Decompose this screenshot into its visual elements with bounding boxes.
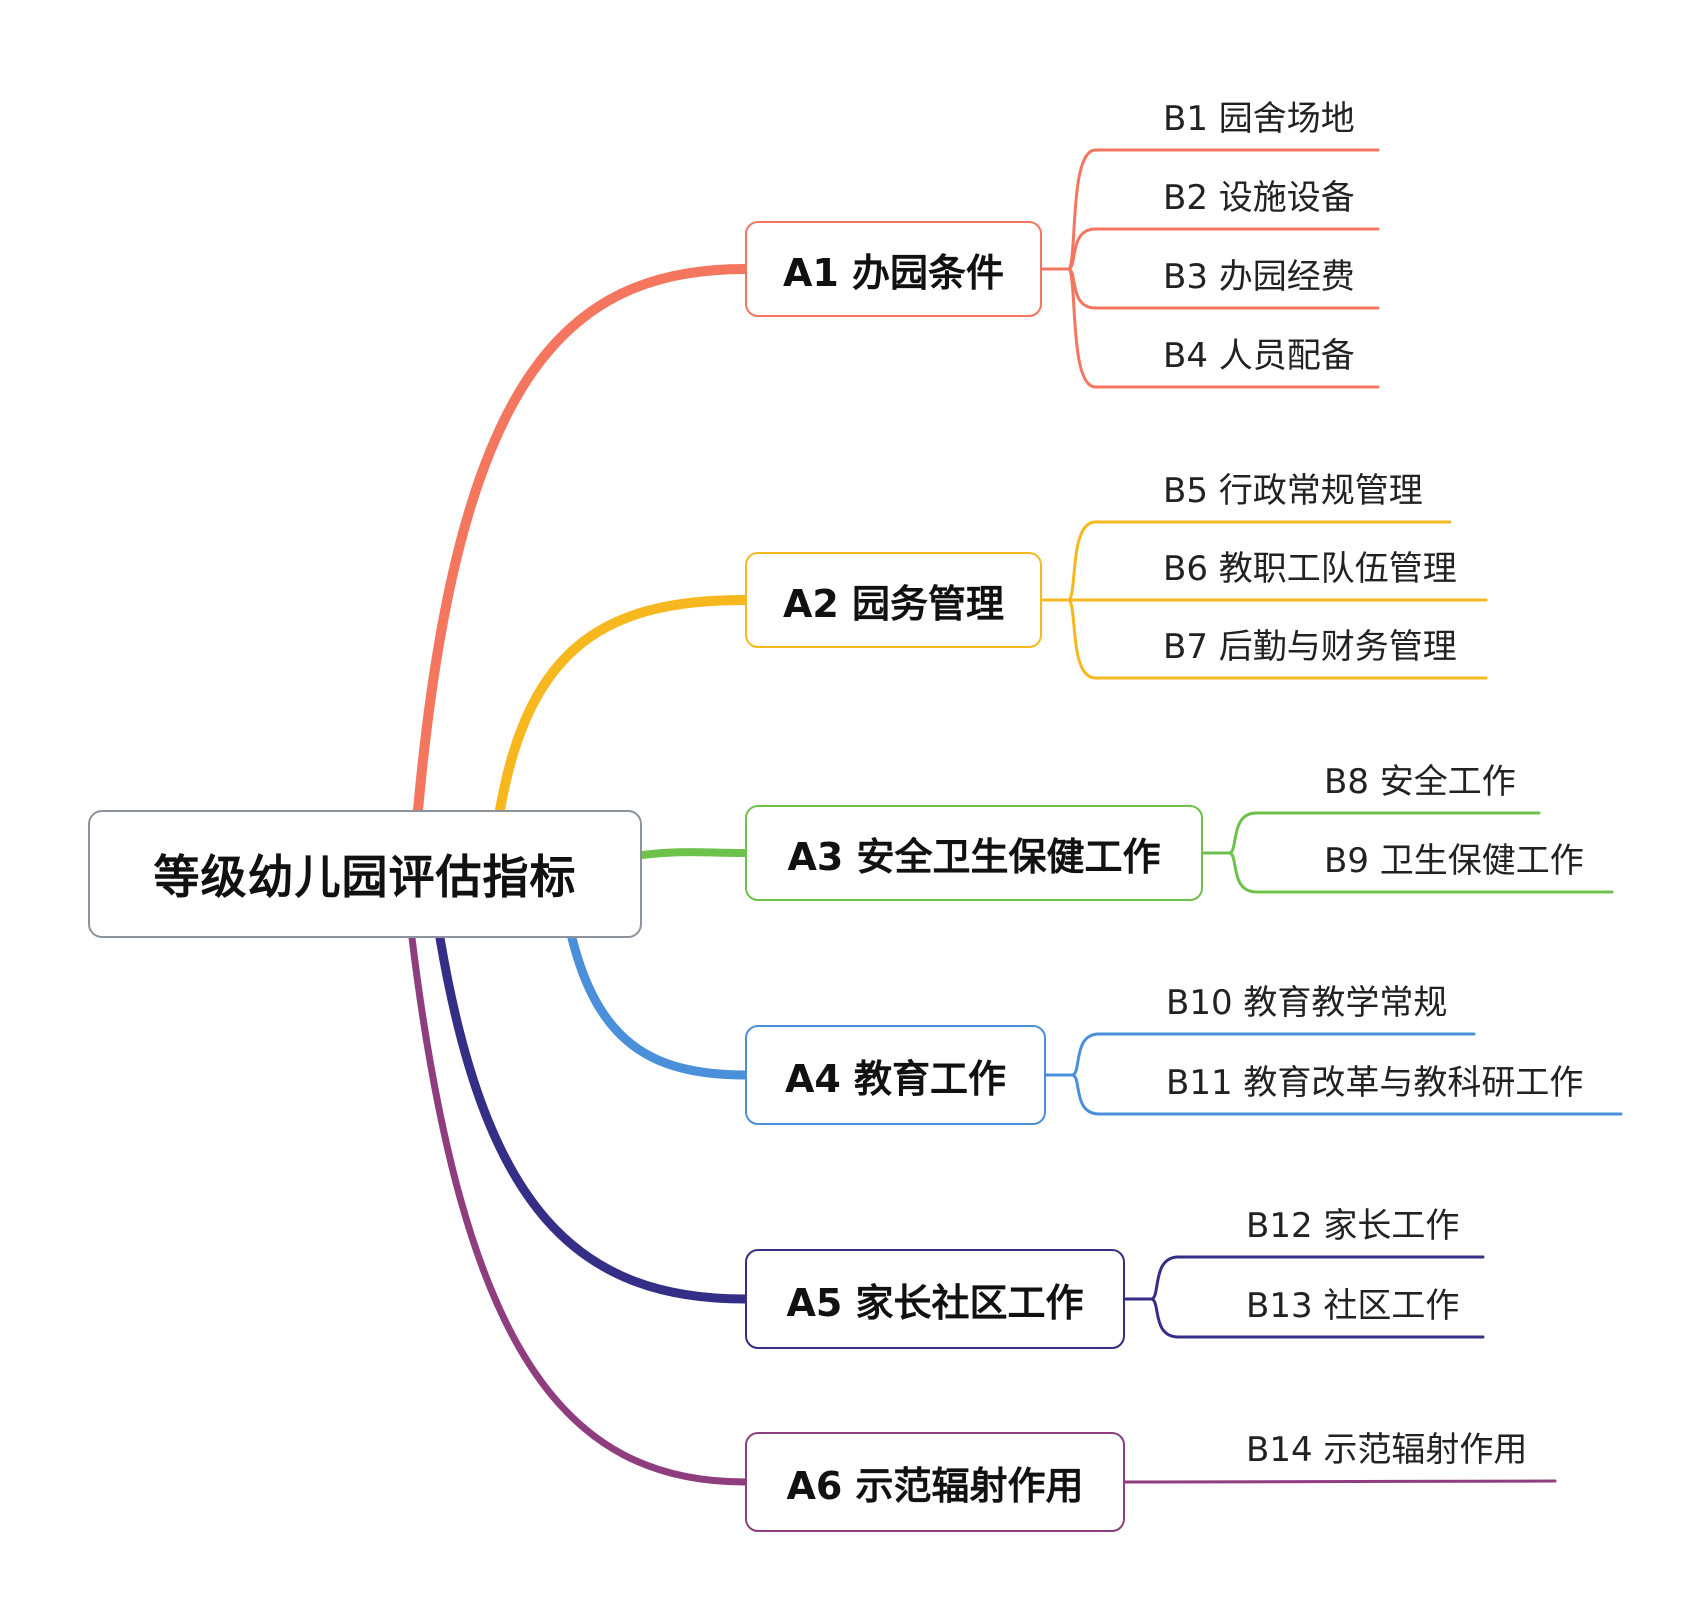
- leaf-node-b14[interactable]: B14 示范辐射作用: [1246, 1430, 1528, 1470]
- connector-a5-to-leaf: [1149, 1297, 1485, 1339]
- connector-a4-to-leaf: [1070, 1032, 1476, 1077]
- connector-root-to-a1: [413, 264, 750, 815]
- leaf-node-b11[interactable]: B11 教育改革与教科研工作: [1166, 1063, 1584, 1103]
- leaf-node-b3[interactable]: B3 办园经费: [1163, 257, 1355, 297]
- connector-root-to-a2: [495, 595, 750, 815]
- branch-node-a1[interactable]: A1 办园条件: [745, 221, 1042, 317]
- root-node[interactable]: 等级幼儿园评估指标: [88, 810, 642, 938]
- connector-a5-to-leaf: [1149, 1255, 1485, 1301]
- leaf-node-b6[interactable]: B6 教职工队伍管理: [1163, 549, 1457, 589]
- leaf-node-b12[interactable]: B12 家长工作: [1246, 1206, 1460, 1246]
- branch-node-a5[interactable]: A5 家长社区工作: [745, 1249, 1125, 1349]
- leaf-node-b4[interactable]: B4 人员配备: [1163, 336, 1355, 376]
- connector-root-to-a4: [567, 933, 750, 1080]
- connector-a1-to-leaf: [1066, 267, 1380, 389]
- connector-a4-to-leaf: [1070, 1073, 1623, 1116]
- leaf-node-b2[interactable]: B2 设施设备: [1163, 178, 1355, 218]
- branch-node-a2[interactable]: A2 园务管理: [745, 552, 1042, 648]
- connector-root-to-a3: [638, 848, 749, 859]
- leaf-node-b10[interactable]: B10 教育教学常规: [1166, 983, 1448, 1023]
- leaf-node-b8[interactable]: B8 安全工作: [1324, 762, 1516, 802]
- leaf-node-b13[interactable]: B13 社区工作: [1246, 1286, 1460, 1326]
- leaf-node-b1[interactable]: B1 园舍场地: [1163, 99, 1355, 139]
- connector-a3-to-leaf: [1227, 811, 1541, 855]
- connector-a6-to-leaf: [1149, 1479, 1557, 1484]
- leaf-node-b9[interactable]: B9 卫生保健工作: [1324, 841, 1584, 881]
- branch-node-a6[interactable]: A6 示范辐射作用: [745, 1432, 1125, 1532]
- connector-a2-to-leaf: [1066, 520, 1452, 602]
- connector-a3-to-leaf: [1227, 851, 1614, 894]
- branch-node-a3[interactable]: A3 安全卫生保健工作: [745, 805, 1203, 901]
- connector-a2-to-leaf: [1066, 598, 1488, 680]
- branch-node-a4[interactable]: A4 教育工作: [745, 1025, 1046, 1125]
- connector-root-to-a6: [408, 934, 749, 1486]
- connector-root-to-a5: [435, 933, 750, 1304]
- leaf-node-b7[interactable]: B7 后勤与财务管理: [1163, 627, 1457, 667]
- leaf-node-b5[interactable]: B5 行政常规管理: [1163, 471, 1423, 511]
- connector-a1-to-leaf: [1066, 227, 1380, 271]
